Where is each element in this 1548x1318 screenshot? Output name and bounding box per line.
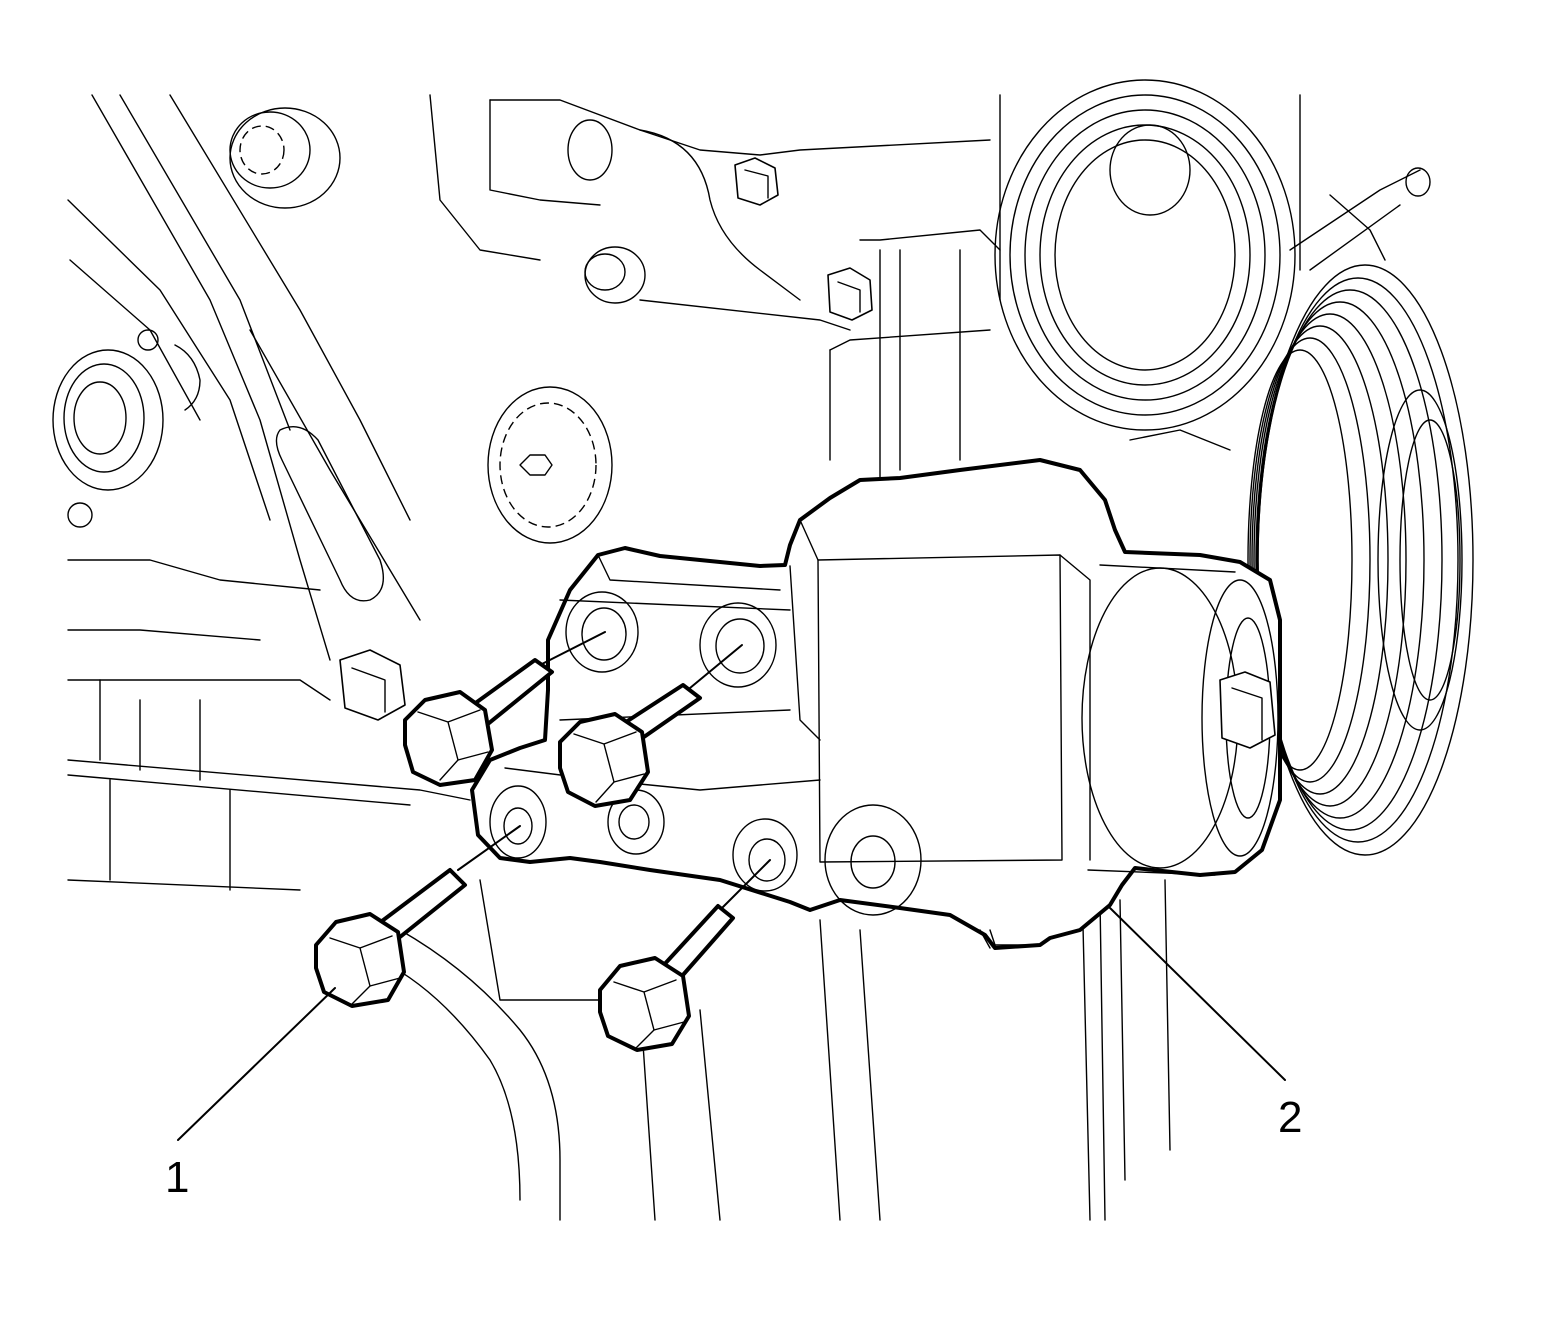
crankshaft-pulley (1247, 264, 1474, 856)
leader-line-1 (177, 987, 336, 1141)
bolt-4 (598, 904, 735, 1052)
upper-pulley (994, 79, 1301, 431)
background-bolt-mid (827, 267, 873, 321)
bolt-axis-lines (457, 631, 771, 909)
tensioner-bracket (470, 458, 1282, 950)
engine-background (52, 79, 1474, 1221)
background-bolt-top (734, 157, 779, 206)
background-bolt-left (339, 649, 406, 721)
callout-1: 1 (165, 987, 336, 1202)
bolt-1 (403, 658, 554, 787)
callout-label-1: 1 (165, 1153, 189, 1202)
bolt-2 (558, 683, 702, 808)
bolt-3 (314, 868, 467, 1008)
leader-line-2 (1107, 905, 1286, 1081)
callout-2: 2 (1107, 905, 1302, 1142)
callout-label-2: 2 (1278, 1093, 1302, 1142)
